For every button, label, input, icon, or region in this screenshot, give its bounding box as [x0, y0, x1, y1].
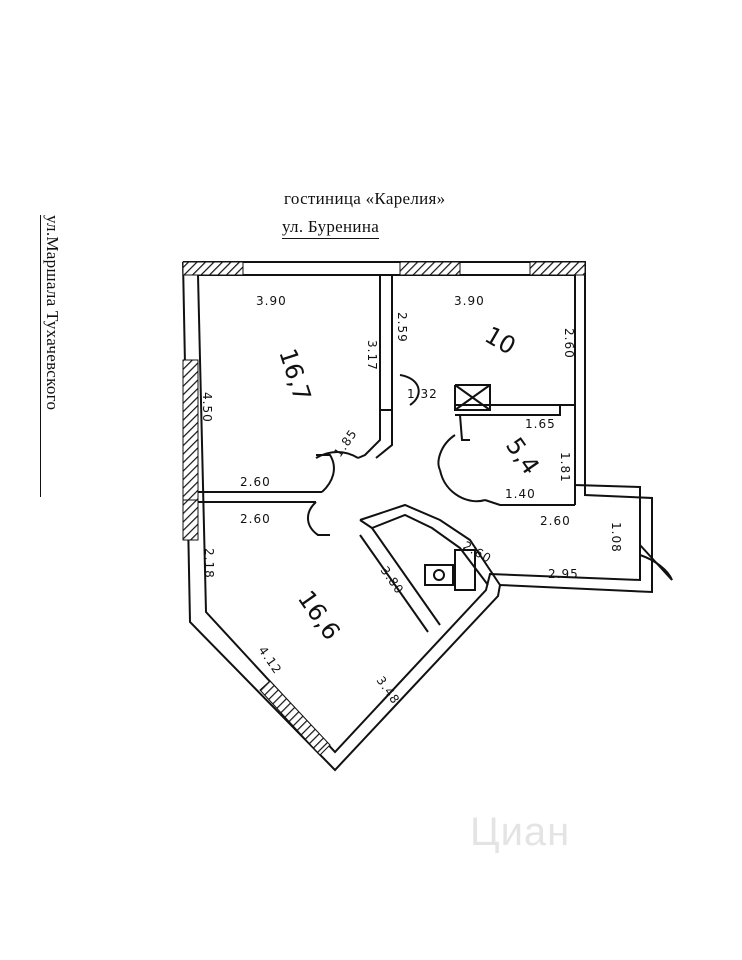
window-hatch: [182, 261, 244, 276]
dim-1-81: 1.81: [558, 452, 572, 483]
dim-1-65: 1.65: [525, 417, 556, 431]
watermark-logo: Циан: [470, 810, 571, 854]
dimension-labels: 3.90 3.90 2.59 3.17 4.50 2.60 2.60 2.60 …: [200, 294, 623, 707]
dim-4-50: 4.50: [200, 392, 214, 423]
dim-1-32: 1.32: [407, 387, 438, 401]
dim-3-80: 3.80: [378, 564, 407, 597]
dim-2-60-bath-side: 2.60: [562, 328, 576, 359]
room-area-5-4: 5,4: [500, 432, 545, 479]
dim-2-60-hall: 2.60: [540, 514, 571, 528]
dim-2-59: 2.59: [395, 312, 409, 343]
room-area-10: 10: [480, 321, 520, 361]
window-hatch: [182, 499, 199, 541]
interior-walls: [198, 275, 673, 633]
dim-2-60-room3: 2.60: [240, 512, 271, 526]
street-label-buренина: ул. Буренина: [282, 217, 380, 239]
dim-1-08: 1.08: [609, 522, 623, 553]
hotel-label: гостиница «Карелия»: [284, 189, 446, 208]
dim-1-85: 1.85: [331, 427, 360, 460]
window-hatch: [182, 359, 199, 501]
window-hatch: [399, 261, 461, 276]
dim-2-60-kitchen: 2.60: [461, 538, 495, 565]
dim-3-17: 3.17: [365, 340, 379, 371]
dim-3-90-room1: 3.90: [256, 294, 287, 308]
dim-2-95: 2.95: [548, 567, 579, 581]
room-areas: 16,7 10 5,4 16,6: [273, 321, 545, 645]
room-area-16-6: 16,6: [292, 585, 346, 645]
dim-3-90-room2: 3.90: [454, 294, 485, 308]
dim-2-60-room1: 2.60: [240, 475, 271, 489]
dim-2-18: 2.18: [202, 548, 216, 579]
window-hatch: [259, 680, 331, 756]
dim-1-40: 1.40: [505, 487, 536, 501]
window-hatch: [529, 261, 586, 276]
room-area-16-7: 16,7: [273, 345, 316, 404]
dim-3-48: 3.48: [374, 674, 403, 707]
